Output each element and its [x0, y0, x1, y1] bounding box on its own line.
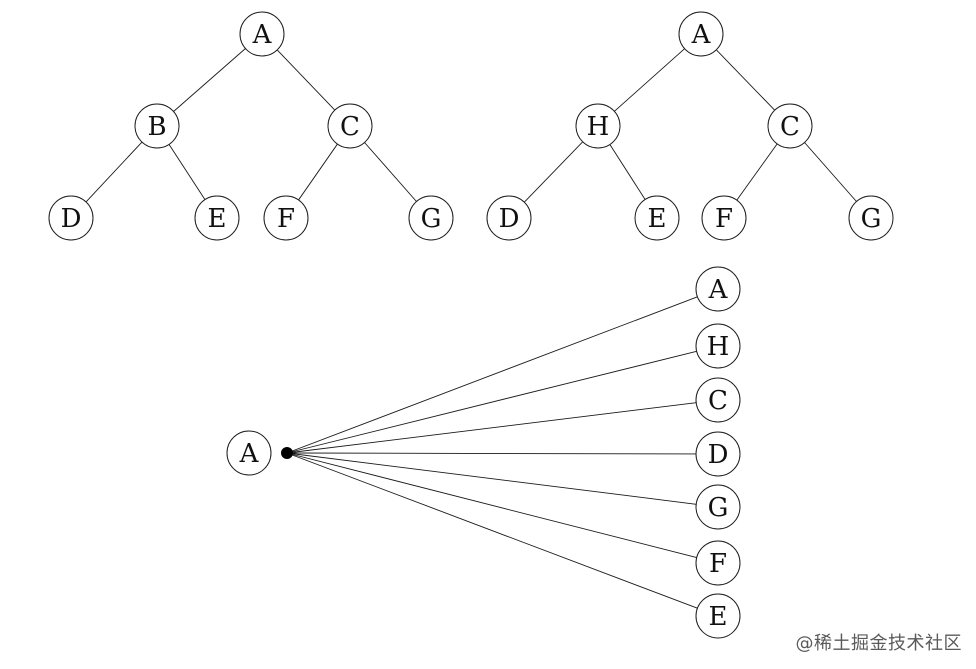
fan-target-node-e: E [695, 593, 741, 639]
tree-right-node-h: H [575, 103, 621, 149]
fan-target-node-h: H [695, 323, 741, 369]
node-label: F [709, 549, 727, 579]
node-label: F [715, 204, 733, 234]
node-label: H [707, 332, 730, 362]
node-circle [239, 11, 285, 57]
node-circle [695, 431, 741, 477]
node-circle [575, 103, 621, 149]
tree-left-node-e: E [194, 195, 240, 241]
node-label: F [277, 204, 295, 234]
tree_right-edge-a-c [715, 49, 776, 111]
node-circle [695, 484, 741, 530]
fan-target-node-a: A [695, 266, 741, 312]
node-label: C [780, 112, 800, 142]
node-label: G [421, 204, 442, 234]
node-label: C [708, 386, 728, 416]
node-circle [226, 430, 272, 476]
tree-left-node-f: F [263, 195, 309, 241]
node-label: D [61, 204, 82, 234]
fan-edge-h [286, 350, 697, 454]
node-label: G [708, 493, 729, 523]
tree-left-node-c: C [327, 103, 373, 149]
node-circle [695, 377, 741, 423]
node-circle [634, 195, 680, 241]
node-circle [486, 195, 532, 241]
tree_left-edge-a-b [173, 48, 246, 112]
node-label: E [208, 204, 227, 234]
fan-target-node-c: C [695, 377, 741, 423]
fan-edge-c [286, 402, 697, 454]
fan-edge-e [286, 452, 698, 609]
fan-target-node-g: G [695, 484, 741, 530]
node-circle [327, 103, 373, 149]
node-label: A [691, 20, 712, 50]
tree-right-node-a: A [678, 11, 724, 57]
tree-left-node-d: D [48, 195, 94, 241]
tree-right-node-d: D [486, 195, 532, 241]
node-circle [701, 195, 747, 241]
fan-edge-f [286, 452, 697, 558]
node-circle [695, 266, 741, 312]
node-label: E [709, 602, 728, 632]
node-label: A [239, 439, 260, 469]
fan-target-node-d: D [695, 431, 741, 477]
tree-right-node-f: F [701, 195, 747, 241]
node-label: G [861, 204, 882, 234]
fan-target-node-f: F [695, 540, 741, 586]
node-circle [848, 195, 894, 241]
watermark-text: @稀土掘金技术社区 [795, 633, 962, 654]
tree_left-edge-b-d [85, 141, 143, 203]
tree_right-edge-h-e [609, 144, 646, 200]
node-label: E [648, 204, 667, 234]
node-label: A [708, 275, 729, 305]
tree-right-node-e: E [634, 195, 680, 241]
node-label: C [340, 112, 360, 142]
fan-source-node-a: A [226, 430, 272, 476]
tree-right-node-c: C [767, 103, 813, 149]
tree_left-edge-a-c [276, 49, 336, 111]
fan-edge-a [286, 296, 698, 454]
node-label: A [252, 20, 273, 50]
node-circle [678, 11, 724, 57]
fan-edge-g [286, 452, 697, 505]
node-circle [695, 323, 741, 369]
node-circle [695, 593, 741, 639]
tree-right-node-g: G [848, 195, 894, 241]
tree_right-edge-c-f [736, 143, 778, 201]
node-circle [48, 195, 94, 241]
tree_right-edge-a-h [614, 48, 685, 112]
node-label: H [587, 112, 610, 142]
tree-left-node-a: A [239, 11, 285, 57]
edges-layer [85, 48, 857, 609]
node-circle [767, 103, 813, 149]
node-label: D [708, 440, 729, 470]
fan-edge-d [286, 452, 697, 455]
tree_right-edge-c-g [804, 142, 857, 202]
tree_right-edge-h-d [523, 141, 584, 203]
node-label: B [147, 112, 166, 142]
node-circle [194, 195, 240, 241]
fan-hub-dot [281, 447, 293, 459]
node-circle [408, 195, 454, 241]
node-label: D [499, 204, 520, 234]
tree_left-edge-b-e [168, 144, 206, 200]
tree_left-edge-c-g [364, 142, 417, 202]
tree-left-node-g: G [408, 195, 454, 241]
node-circle [695, 540, 741, 586]
node-circle [134, 103, 180, 149]
tree-left-node-b: B [134, 103, 180, 149]
tree_left-edge-c-f [298, 143, 338, 201]
node-circle [263, 195, 309, 241]
